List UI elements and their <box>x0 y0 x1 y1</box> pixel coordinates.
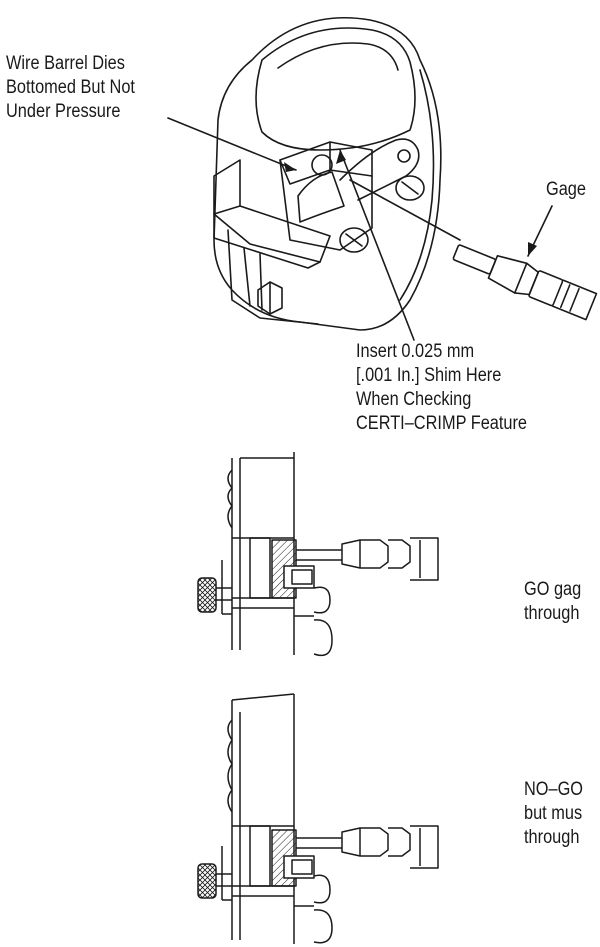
lower-frame <box>227 229 319 325</box>
nogo-knurled-knob <box>197 863 217 899</box>
shim-callout-line-4: CERTI–CRIMP Feature <box>356 413 528 434</box>
shim-callout-line-3: When Checking <box>356 389 472 410</box>
screw-lower <box>339 227 369 253</box>
tool-head-body <box>213 16 442 331</box>
nogo-gage-callout: NO–GO but mus through <box>524 778 583 850</box>
screw-upper <box>395 175 425 201</box>
go-gage-callout: GO gag through <box>524 578 581 626</box>
wire-barrel-callout: Wire Barrel Dies Bottomed But Not Under … <box>6 52 135 124</box>
tool-head-side-curve <box>399 69 435 301</box>
shim-callout-line-2: [.001 In.] Shim Here <box>356 365 502 386</box>
gage-pin <box>452 244 598 321</box>
nogo-gage-callout-line-3: through <box>524 827 580 848</box>
lever-arm <box>339 138 420 201</box>
go-gage-callout-line-1: GO gag <box>524 579 582 600</box>
leader-gage-tail <box>349 179 461 241</box>
die-insert <box>297 171 345 223</box>
leader-wire-barrel <box>167 117 297 171</box>
front-plate <box>213 159 331 263</box>
wire-barrel-callout-line-2: Bottomed But Not <box>6 77 135 98</box>
shim-callout: Insert 0.025 mm [.001 In.] Shim Here Whe… <box>356 340 527 436</box>
go-gage-callout-line-2: through <box>524 603 580 624</box>
nogo-gage-callout-line-1: NO–GO <box>524 779 584 800</box>
go-knurled-knob <box>197 577 217 613</box>
gage-callout: Gage <box>546 178 586 202</box>
wire-barrel-callout-line-3: Under Pressure <box>6 101 121 122</box>
nogo-gage-callout-line-2: but mus <box>524 803 583 824</box>
wire-barrel-callout-line-1: Wire Barrel Dies <box>6 53 125 74</box>
tool-head-inner-edge <box>277 42 399 71</box>
tool-head-top-face <box>255 27 416 151</box>
gage-callout-text: Gage <box>546 179 586 200</box>
shim-callout-line-1: Insert 0.025 mm <box>356 341 475 362</box>
